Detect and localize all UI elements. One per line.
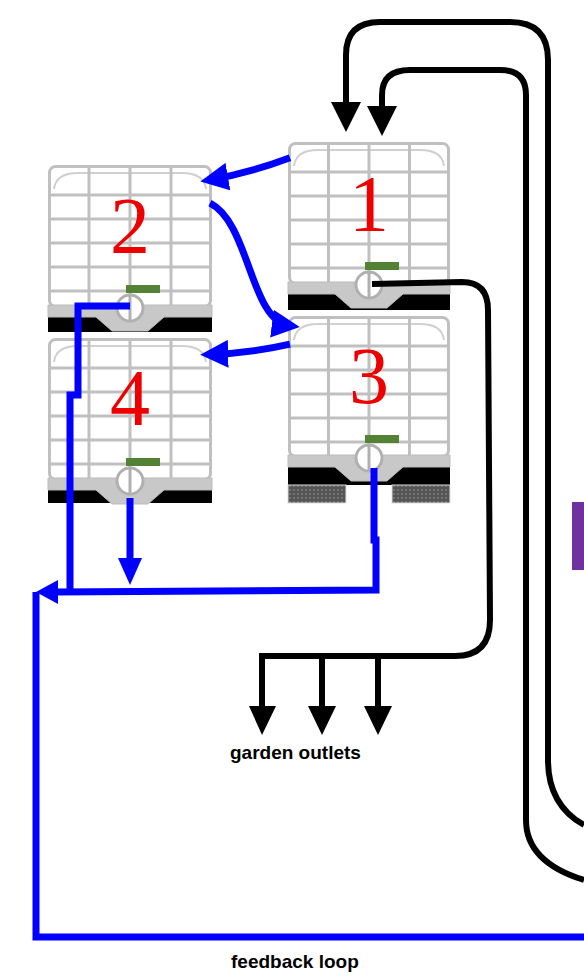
tank-number: 4 <box>110 358 150 438</box>
tank-box: 3 <box>290 322 448 452</box>
feedback-line <box>36 592 584 937</box>
cage-bar <box>288 417 450 420</box>
flow-arrow <box>210 203 290 326</box>
pallet-foot <box>392 485 450 503</box>
valve-stem <box>368 273 371 297</box>
supply-line <box>262 282 490 710</box>
flow-arrow <box>210 344 290 354</box>
flow-arrow <box>210 158 290 180</box>
valve-handle <box>126 285 160 293</box>
cage-bar <box>408 316 411 455</box>
caption-label: garden outlets <box>227 742 364 764</box>
drain-line <box>70 306 130 592</box>
tank-box: 1 <box>290 150 448 280</box>
valve-handle <box>365 262 399 270</box>
arrow-head <box>364 706 392 735</box>
cage-bar <box>170 165 173 305</box>
tank-number: 2 <box>110 186 150 266</box>
tank-cage <box>50 167 211 307</box>
tank-box: 2 <box>50 172 210 302</box>
drain-line <box>56 468 376 592</box>
valve-handle <box>126 458 160 466</box>
arrow-head <box>118 558 142 585</box>
arrow-head <box>249 706 276 735</box>
tank-number: 3 <box>349 336 389 416</box>
drain-lines <box>36 306 584 937</box>
supply-line <box>319 656 325 710</box>
valve-stem <box>368 446 371 470</box>
ibc-tank <box>288 316 450 503</box>
return-line <box>346 22 584 880</box>
tank-cage <box>290 144 449 284</box>
pallet-foot <box>288 485 346 503</box>
cage-bar <box>327 316 330 455</box>
tank-box: 4 <box>50 344 210 474</box>
caption-label: feedback loop <box>228 951 362 973</box>
drain-line <box>127 498 134 560</box>
arrow-head <box>331 102 361 132</box>
supply-line <box>262 282 490 710</box>
valve <box>356 445 382 471</box>
cage-bar <box>170 338 173 478</box>
arrow-head <box>36 580 58 604</box>
supply-line <box>375 656 381 710</box>
ibc-tanks <box>48 142 450 504</box>
cage-bar <box>88 338 91 478</box>
valve <box>117 468 143 494</box>
valve-handle <box>365 435 399 443</box>
cage-bar <box>327 142 330 282</box>
tank-number: 1 <box>349 164 389 244</box>
cage-bar <box>408 142 411 282</box>
cage-bar <box>88 165 91 305</box>
pump-box <box>572 502 584 570</box>
return-line <box>346 22 584 825</box>
return-line-casing <box>346 22 584 880</box>
valve-stem <box>129 469 132 493</box>
tank-cage <box>50 340 211 480</box>
arrow-head <box>367 106 397 136</box>
return-line <box>382 70 584 880</box>
tank-cage <box>290 318 449 457</box>
arrow-head <box>308 706 336 735</box>
